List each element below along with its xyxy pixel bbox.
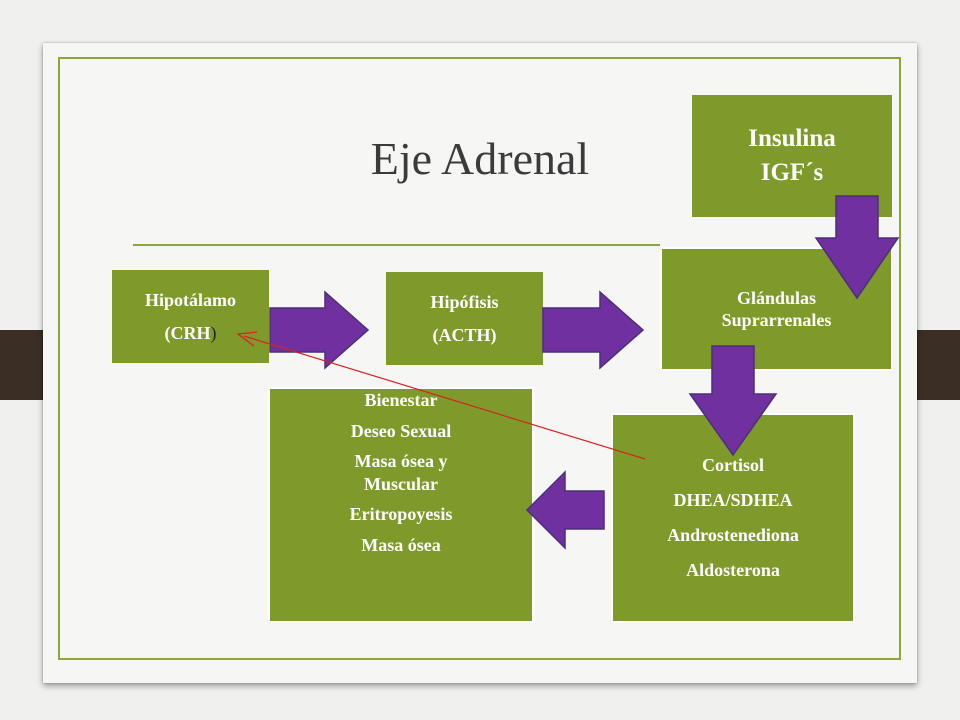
hipofisis-label: Hipófisis (430, 292, 499, 313)
insulina-label: Insulina (748, 125, 836, 153)
cortisol-label: Cortisol (702, 454, 764, 475)
glandulas-label: Glándulas (736, 287, 817, 308)
acth-label: (ACTH) (432, 324, 497, 345)
igf-label: IGF´s (760, 159, 824, 186)
dhea-label: DHEA/SDHEA (673, 489, 793, 510)
efectos-box: Bienestar Deseo Sexual Masa ósea y Muscu… (268, 387, 534, 623)
arrow-hormonas-to-efectos (525, 470, 605, 550)
deseo-sexual-label: Deseo Sexual (350, 420, 452, 441)
title-divider (133, 244, 660, 246)
feedback-arrowhead (236, 331, 258, 347)
hipofisis-box: Hipófisis (ACTH) (386, 272, 543, 365)
masa-osea-label: Masa ósea (361, 534, 441, 555)
hipotalamo-box: Hipotálamo (CRH) (112, 270, 269, 363)
feedback-line-cortisol-to-crh (243, 335, 646, 460)
crh-label: (CRH) (164, 322, 217, 343)
eritropoyesis-label: Eritropoyesis (349, 504, 453, 524)
bienestar-label: Bienestar (364, 390, 438, 410)
suprarrenales-label: Suprarrenales (721, 310, 832, 330)
arrow-glandulas-to-hormonas (688, 345, 778, 457)
masa-osea-muscular-label: Masa ósea y Muscular (354, 451, 448, 494)
arrow-insulina-to-glandulas (814, 195, 900, 300)
slide-frame (58, 57, 901, 660)
slide-title: Eje Adrenal (370, 133, 590, 184)
arrow-hipotalamo-to-hipofisis (269, 290, 370, 370)
androstenediona-label: Androstenediona (667, 525, 799, 545)
arrow-hipofisis-to-glandulas (542, 290, 645, 370)
hipotalamo-label: Hipotálamo (144, 290, 236, 311)
aldosterona-label: Aldosterona (686, 560, 780, 581)
